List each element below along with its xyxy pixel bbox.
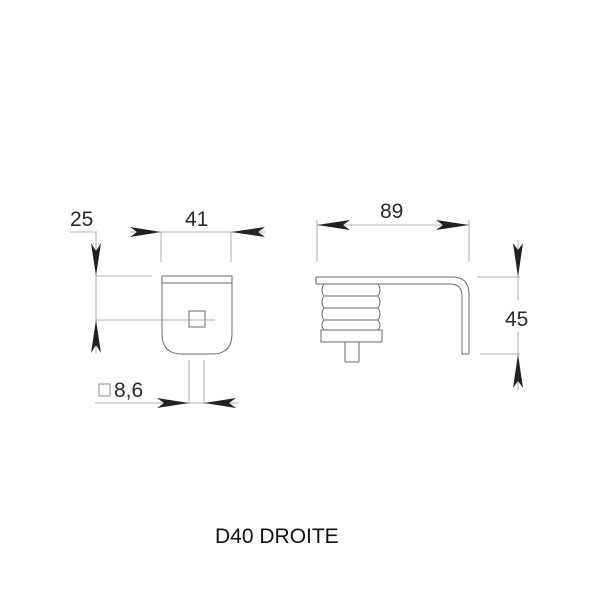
dim-86-arrow-left	[157, 398, 189, 408]
coil-ring-3	[321, 307, 381, 321]
dim-89-label: 89	[380, 200, 404, 223]
coil-ring-2	[321, 295, 381, 309]
square-symbol-icon	[98, 383, 111, 397]
drawing-title: D40 DROITE	[215, 525, 339, 548]
coil-base	[320, 329, 383, 343]
dim-86-arrow-right	[204, 398, 236, 408]
front-body-outline	[161, 275, 233, 355]
dim-45-arrow-top	[513, 243, 523, 277]
bracket-plate	[315, 276, 470, 355]
dim-45-arrow-bottom	[513, 354, 523, 388]
dim-25-arrow-bottom	[91, 320, 101, 353]
dim-89-arrow-left	[317, 220, 350, 230]
dim-25-arrow-top	[91, 243, 101, 276]
dim-86-label: 8,6	[114, 379, 144, 402]
dim-25-label: 25	[70, 208, 94, 231]
dim-41-label: 41	[185, 208, 209, 231]
square-hole	[188, 310, 206, 328]
side-view	[315, 220, 523, 390]
front-view	[70, 227, 265, 408]
coil-ring-1	[321, 283, 381, 297]
dim-41-arrow-right	[231, 227, 265, 237]
dim-89-arrow-right	[436, 220, 469, 230]
dim-45-label: 45	[505, 307, 529, 332]
dim-41-arrow-left	[130, 227, 161, 237]
pin	[344, 341, 360, 363]
coil-ring-4	[321, 319, 381, 331]
